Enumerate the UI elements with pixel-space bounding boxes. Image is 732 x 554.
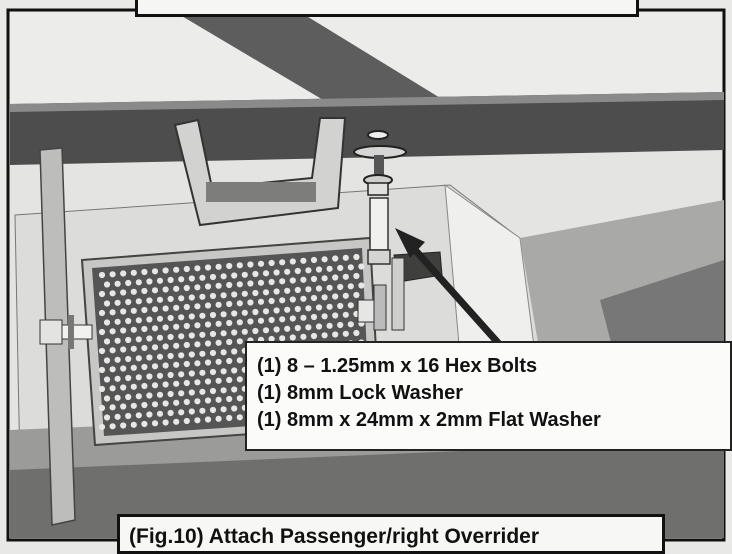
right-bolt [357, 284, 387, 331]
assembly-illustration [6, 8, 726, 542]
pointer-arrow [395, 228, 504, 349]
previous-caption-edge [135, 0, 639, 17]
u-bracket [173, 117, 347, 227]
hex-bolt-assembly [353, 130, 407, 265]
callout-line-hex-bolts: (1) 8 – 1.25mm x 16 Hex Bolts [257, 355, 538, 377]
callout-line-lock-washer: (1) 8mm Lock Washer [257, 382, 463, 404]
figure-caption: (Fig.10) Attach Passenger/right Override… [117, 514, 665, 554]
frame-beam [175, 12, 450, 104]
parts-callout: (1) 8 – 1.25mm x 16 Hex Bolts (1) 8mm Lo… [245, 341, 732, 451]
left-bolt [39, 315, 93, 349]
instruction-figure [6, 8, 726, 542]
callout-line-flat-washer: (1) 8mm x 24mm x 2mm Flat Washer [257, 409, 601, 431]
